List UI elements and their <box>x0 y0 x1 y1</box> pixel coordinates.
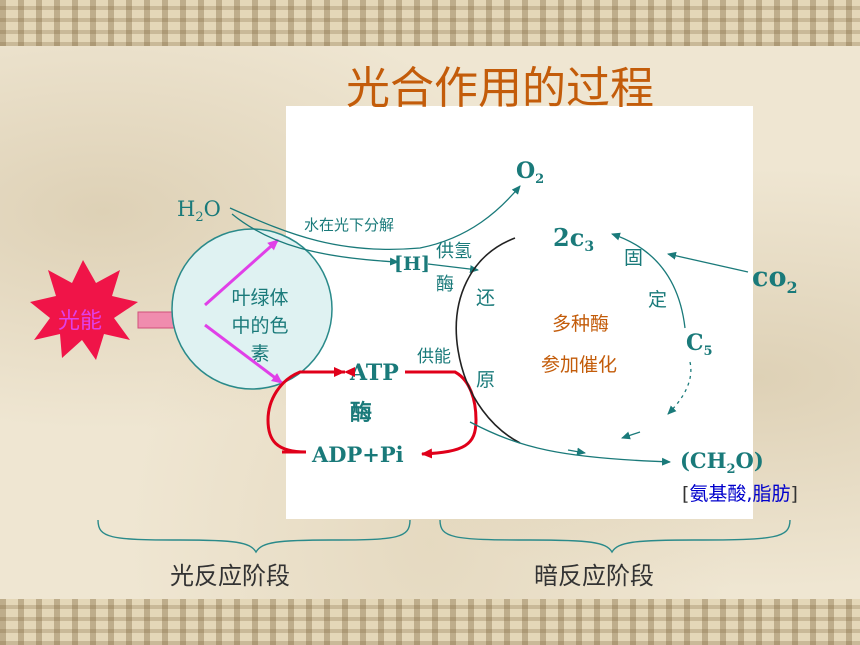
light-stage-label: 光反应阶段 <box>170 562 290 590</box>
co2-label: co2 <box>752 262 798 297</box>
enzymes-label: 多种酶 <box>552 313 609 335</box>
oxygen-label: O2 <box>516 158 544 187</box>
hydrogen-to-cycle-arrow <box>427 263 479 274</box>
light-energy-burst <box>30 260 138 360</box>
fixation-label-2: 定 <box>648 289 667 311</box>
c3-label: 2c3 <box>553 223 594 255</box>
hydrogen-supply-label: 供氢 <box>436 241 472 262</box>
water-split-label: 水在光下分解 <box>304 216 394 234</box>
diagram-panel <box>286 106 753 519</box>
dark-stage-label: 暗反应阶段 <box>534 562 654 590</box>
reduction-label-1: 还 <box>476 287 495 309</box>
c5-label: C5 <box>686 330 713 359</box>
page-title: 光合作用的过程 <box>346 63 654 114</box>
hydrogen-enzyme-label: 酶 <box>436 274 454 295</box>
dark-stage-brace <box>439 519 791 554</box>
atp-label: ATP <box>349 360 399 386</box>
hydrogen-label: [H] <box>394 253 430 275</box>
fixation-label-1: 固 <box>624 247 643 269</box>
atp-regeneration-loop <box>266 367 355 454</box>
pigment-label-line1: 叶绿体 <box>231 287 288 309</box>
pigment-arrow-down <box>204 323 283 385</box>
reduction-arc <box>455 237 521 444</box>
regeneration-tail-arrow <box>621 431 641 440</box>
co2-input-arrow <box>667 251 749 273</box>
atp-to-adp-loop <box>405 370 478 459</box>
adp-pi-label: ADP+Pi <box>311 442 404 467</box>
chloroplast-circle <box>171 228 333 390</box>
enzyme-label: 酶 <box>350 401 372 426</box>
cycle-to-carbohydrate-arrow <box>469 421 671 466</box>
water-to-oxygen-arrow <box>229 185 521 251</box>
pigment-label-line3: 素 <box>250 343 269 365</box>
pigment-label-line2: 中的色 <box>231 315 288 337</box>
c5-to-c3-fixation-arrow <box>611 232 686 329</box>
catalysis-label: 参加催化 <box>541 354 617 376</box>
carbohydrate-label: (CH2O) <box>680 448 764 477</box>
pigment-arrow-up <box>204 238 279 307</box>
water-label: H2O <box>177 197 221 225</box>
top-decorative-border <box>0 0 860 46</box>
light-energy-label: 光能 <box>58 309 102 334</box>
products-label: [氨基酸,脂肪] <box>682 483 798 505</box>
light-stage-brace <box>97 519 411 554</box>
water-to-hydrogen-arrow <box>231 213 399 266</box>
regeneration-arc <box>667 361 692 415</box>
regeneration-bottom-arrow <box>567 447 586 456</box>
energy-supply-label: 供能 <box>417 347 451 367</box>
bottom-decorative-border <box>0 599 860 645</box>
reduction-label-2: 原 <box>476 369 495 391</box>
